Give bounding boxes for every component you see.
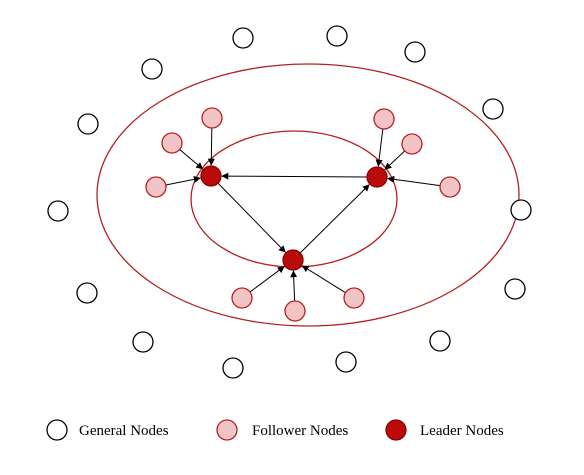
follower-node — [145, 176, 167, 198]
follower-node — [201, 107, 223, 129]
general-node — [222, 357, 244, 379]
legend-general-swatch — [46, 419, 68, 441]
legend-follower-label: Follower Nodes — [252, 423, 348, 439]
follower-link-arrow — [387, 175, 441, 187]
general-node — [132, 331, 154, 353]
follower-link-arrow — [249, 266, 285, 293]
legend-leader-swatch — [385, 419, 407, 441]
leader-link-arrow — [221, 172, 368, 180]
follower-link-arrow — [207, 127, 215, 166]
general-node — [77, 113, 99, 135]
leader-link-arrow — [299, 184, 370, 254]
general-node — [482, 98, 504, 120]
follower-link-arrow — [165, 175, 201, 186]
leader-node — [200, 165, 222, 187]
general-node — [335, 351, 357, 373]
general-node — [326, 25, 348, 47]
outer-ring — [96, 63, 520, 327]
general-node — [429, 330, 451, 352]
general-node — [232, 27, 254, 49]
follower-link-arrow — [301, 265, 346, 294]
leader-link-arrow — [217, 182, 286, 253]
follower-node — [231, 287, 253, 309]
general-node — [76, 282, 98, 304]
leader-nodes-group — [200, 165, 388, 271]
general-node — [504, 278, 526, 300]
follower-link-arrow — [375, 128, 384, 167]
general-node — [141, 58, 163, 80]
follower-nodes-group — [145, 107, 461, 322]
follower-node — [373, 108, 395, 130]
leader-node — [366, 166, 388, 188]
legend-general-label: General Nodes — [79, 423, 169, 439]
follower-link-arrow — [179, 149, 204, 170]
legend-follower-swatch — [216, 419, 238, 441]
general-node — [510, 199, 532, 221]
arrows-group — [165, 127, 441, 302]
follower-node — [439, 176, 461, 198]
leader-node — [282, 249, 304, 271]
legend: General Nodes Follower Nodes Leader Node… — [46, 419, 504, 441]
follower-node — [401, 133, 423, 155]
inner-ring — [190, 130, 398, 268]
follower-link-arrow — [290, 270, 298, 302]
follower-node — [343, 287, 365, 309]
follower-link-arrow — [384, 150, 406, 170]
follower-node — [284, 300, 306, 322]
legend-leader-label: Leader Nodes — [420, 423, 504, 439]
follower-node — [161, 132, 183, 154]
general-node — [47, 200, 69, 222]
general-nodes-group — [47, 25, 532, 379]
general-node — [404, 41, 426, 63]
